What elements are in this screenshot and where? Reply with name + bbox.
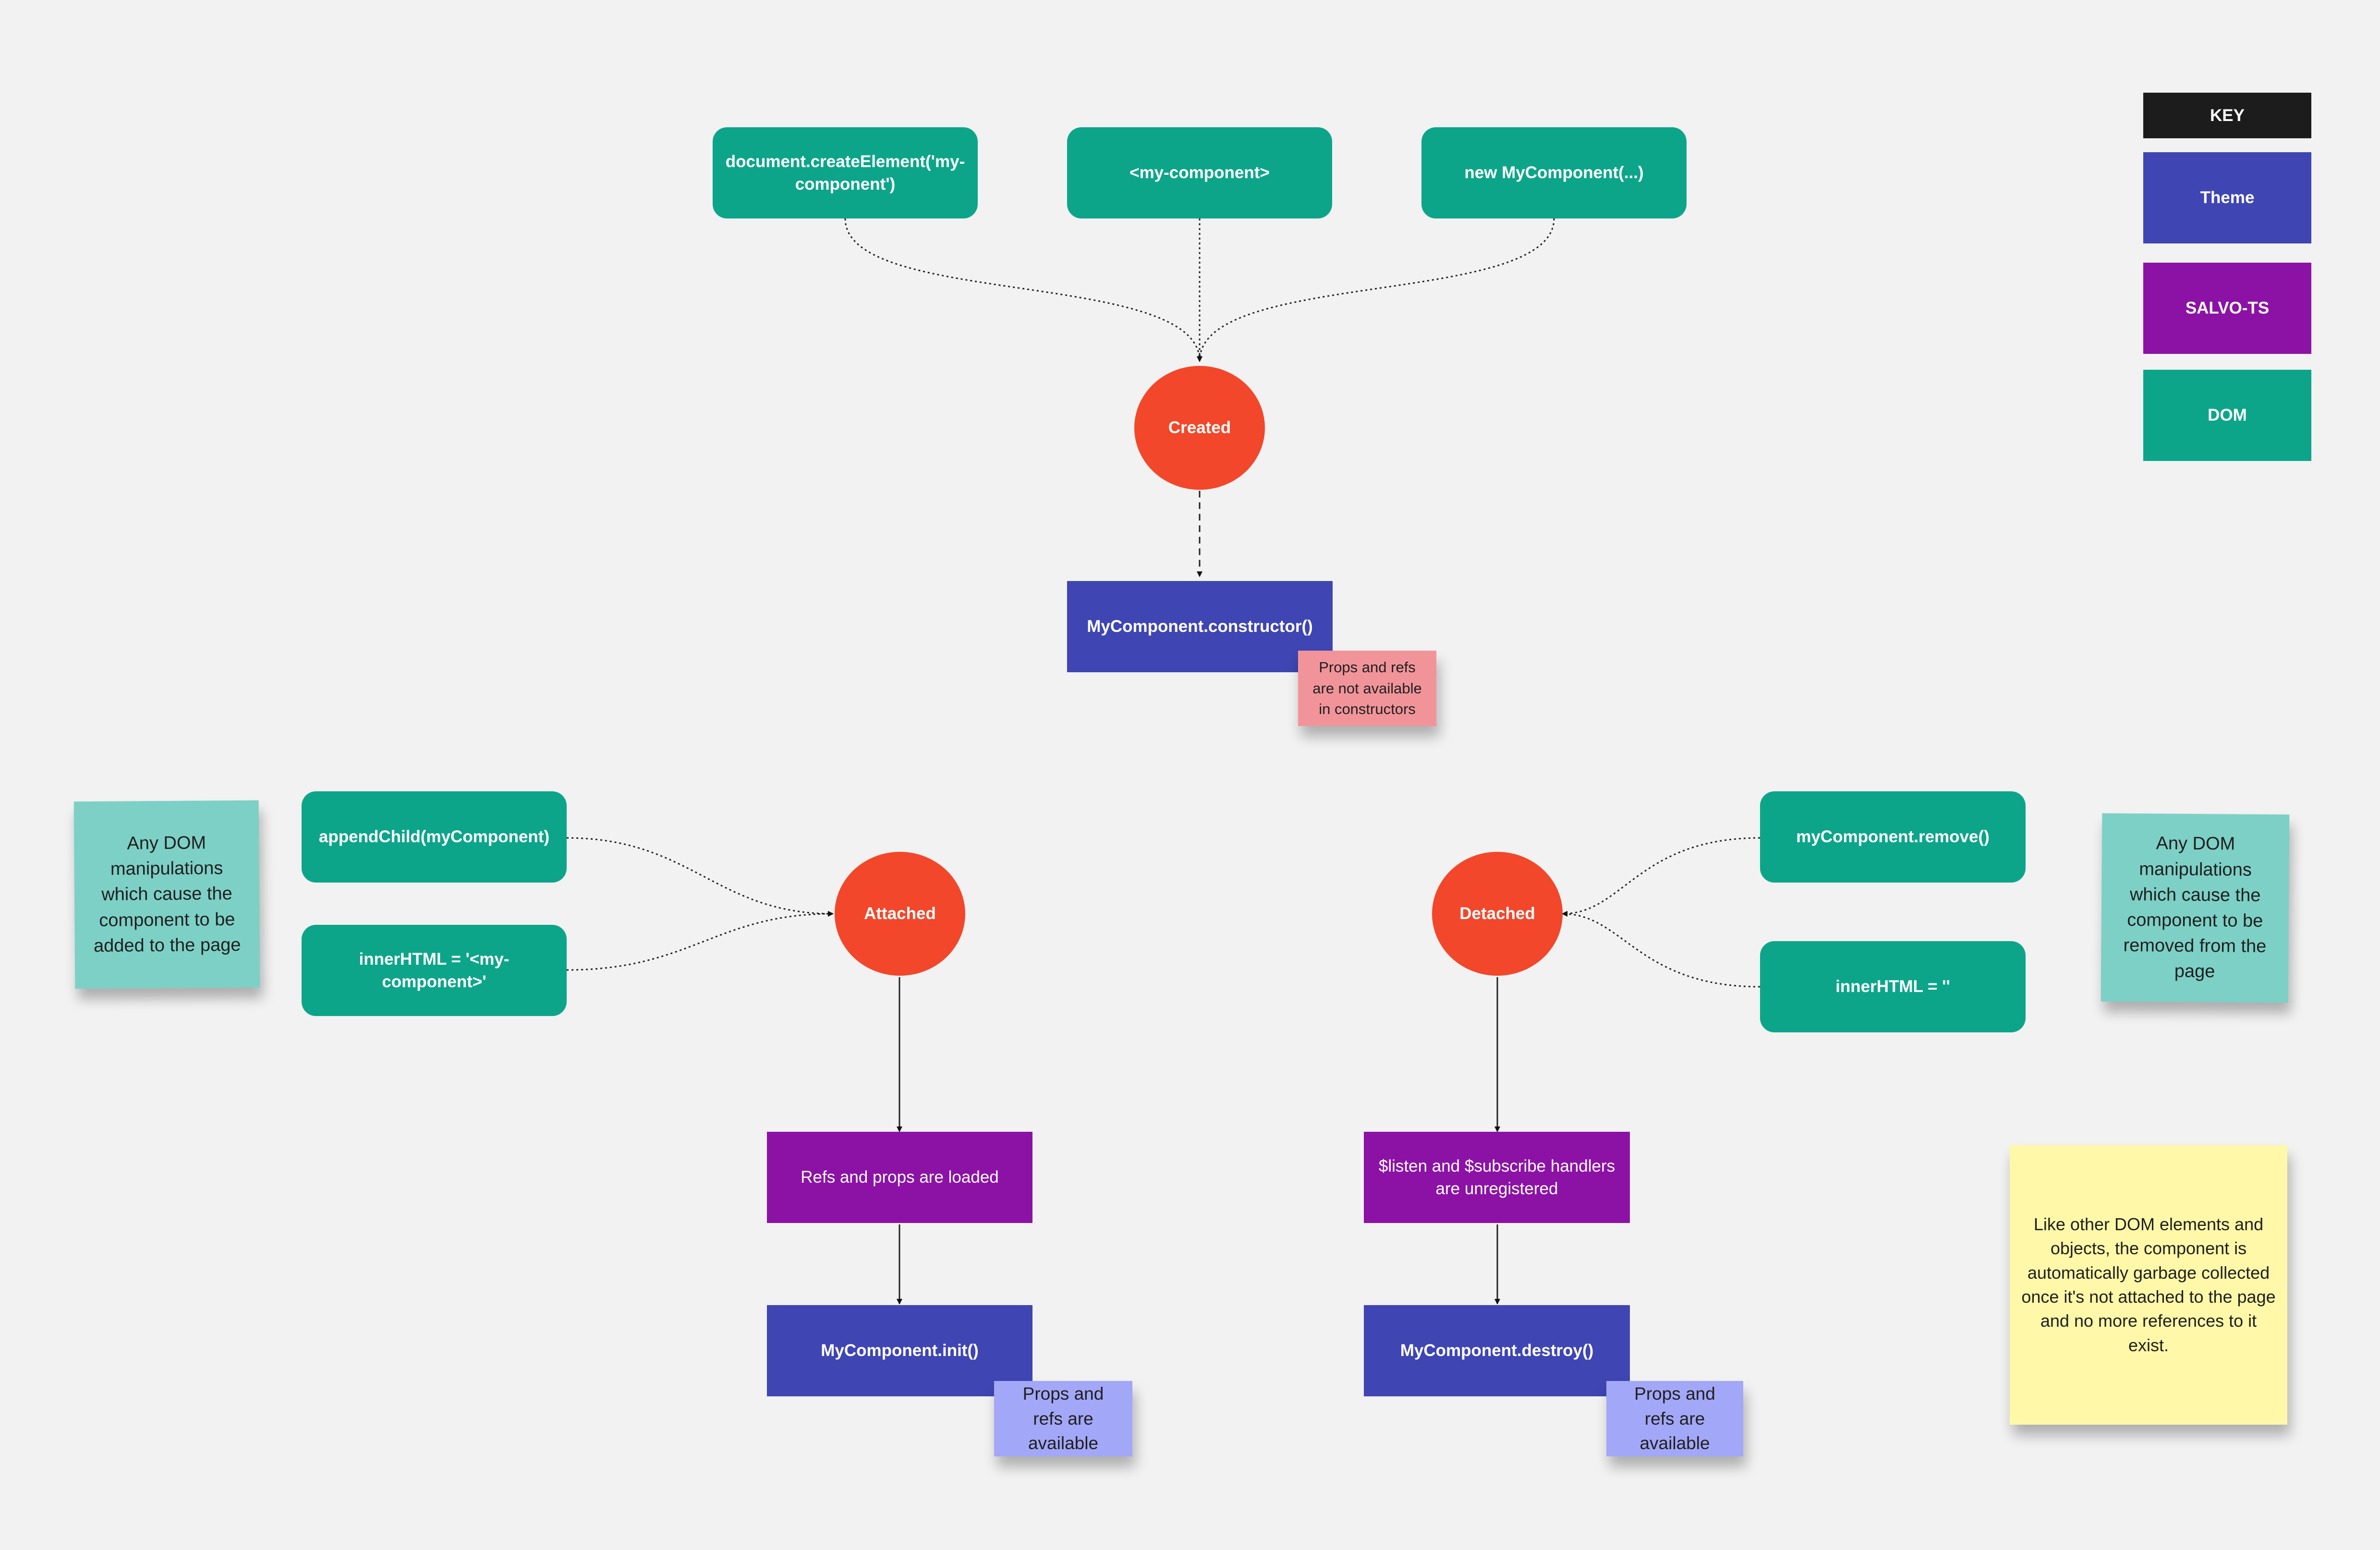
key-item-theme: Theme bbox=[2143, 152, 2311, 243]
edge-remove-to-detached bbox=[1562, 837, 1761, 917]
detached-state: Detached bbox=[1432, 852, 1563, 976]
constructor-step: MyComponent.constructor() bbox=[1067, 581, 1333, 672]
create-element-trigger: document.createElement('my-component') bbox=[713, 127, 978, 218]
edge-inner-html-to-attached bbox=[566, 911, 834, 971]
attach-note: Any DOM manipulations which cause the co… bbox=[73, 800, 260, 989]
destroy-note: Props and refs are available bbox=[1606, 1381, 1743, 1456]
init-note: Props and refs are available bbox=[994, 1381, 1132, 1456]
edge-create-element-to-created bbox=[844, 218, 1202, 362]
key-item-salvo-ts: SALVO-TS bbox=[2143, 263, 2311, 354]
append-child-trigger: appendChild(myComponent) bbox=[302, 791, 567, 883]
created-state: Created bbox=[1134, 366, 1265, 490]
refs-loaded-step: Refs and props are loaded bbox=[767, 1132, 1032, 1223]
inner-html-attach-trigger: innerHTML = '<my-component>' bbox=[302, 925, 567, 1016]
new-instance-trigger: new MyComponent(...) bbox=[1421, 127, 1687, 218]
edge-append-child-to-attached bbox=[566, 837, 834, 917]
edge-inner-html-clear-to-detached bbox=[1562, 911, 1761, 988]
destroy-step: MyComponent.destroy() bbox=[1364, 1305, 1630, 1396]
handlers-unregistered-step: $listen and $subscribe handlers are unre… bbox=[1364, 1132, 1630, 1223]
init-step: MyComponent.init() bbox=[767, 1305, 1032, 1396]
garbage-collection-note: Like other DOM elements and objects, the… bbox=[2010, 1145, 2287, 1425]
attached-state: Attached bbox=[835, 852, 965, 976]
key-title: KEY bbox=[2143, 93, 2311, 138]
remove-trigger: myComponent.remove() bbox=[1760, 791, 2026, 883]
key-item-dom: DOM bbox=[2143, 370, 2311, 461]
constructor-note: Props and refs are not available in cons… bbox=[1298, 651, 1436, 726]
inner-html-detach-trigger: innerHTML = '' bbox=[1760, 941, 2026, 1032]
detach-note: Any DOM manipulations which cause the co… bbox=[2101, 813, 2290, 1003]
edge-new-instance-to-created bbox=[1197, 218, 1555, 362]
tag-trigger: <my-component> bbox=[1067, 127, 1332, 218]
